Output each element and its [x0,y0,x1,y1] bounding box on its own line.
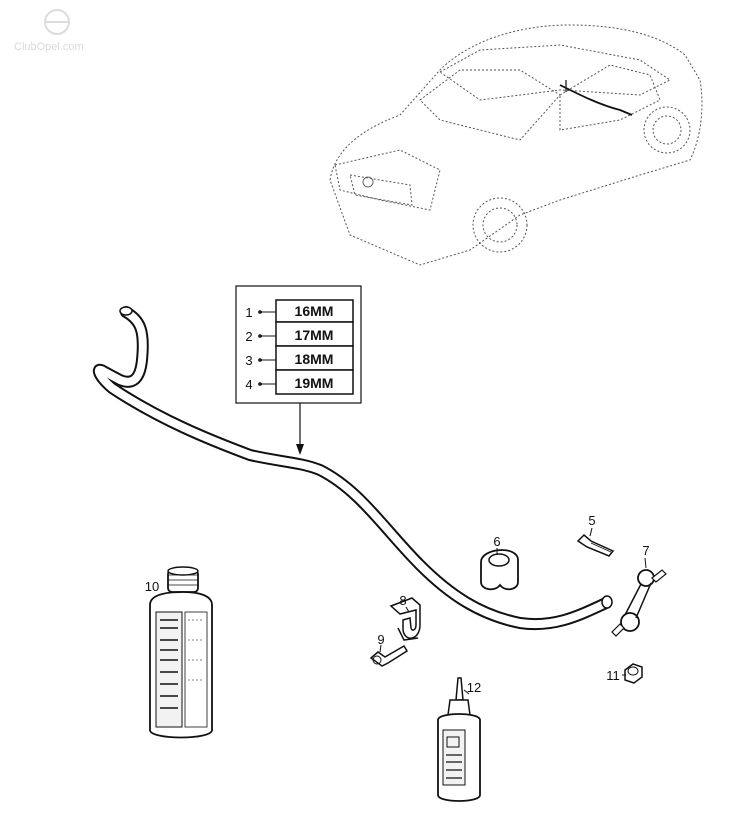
callout-5: 5 [588,513,595,528]
size-row-4-value: 19MM [295,375,334,391]
bushing-part: 6 [480,534,519,591]
fluid-bottle-part: 10 [145,566,213,739]
watermark-text: ClubOpel.com [14,41,84,53]
callout-9: 9 [377,632,384,647]
size-row-2-number: 2 [245,329,252,344]
callout-12: 12 [467,680,481,695]
callout-10: 10 [145,579,159,594]
watermark-logo: ClubOpel.com [14,9,84,53]
size-row-1-number: 1 [245,305,252,320]
callout-7: 7 [642,543,649,558]
size-row-1-value: 16MM [295,303,334,319]
stabilizer-bar [92,306,613,630]
size-row-2-value: 17MM [295,327,334,343]
car-illustration [329,24,703,266]
callout-8: 8 [399,593,406,608]
bolt-9-part: 9 [369,632,409,667]
bolt-part: 5 [576,513,615,557]
size-table: 1 2 3 4 16MM 17MM 18MM 19MM [235,285,362,455]
clamp-part: 8 [389,593,421,641]
nut-part: 11 [606,663,643,684]
size-row-3-value: 18MM [295,351,334,367]
stabilizer-link-part: 7 [611,543,667,637]
size-row-3-number: 3 [245,353,252,368]
grease-bottle-part: 12 [437,677,481,802]
size-row-4-number: 4 [245,377,252,392]
callout-11: 11 [606,668,620,683]
callout-6: 6 [493,534,500,549]
